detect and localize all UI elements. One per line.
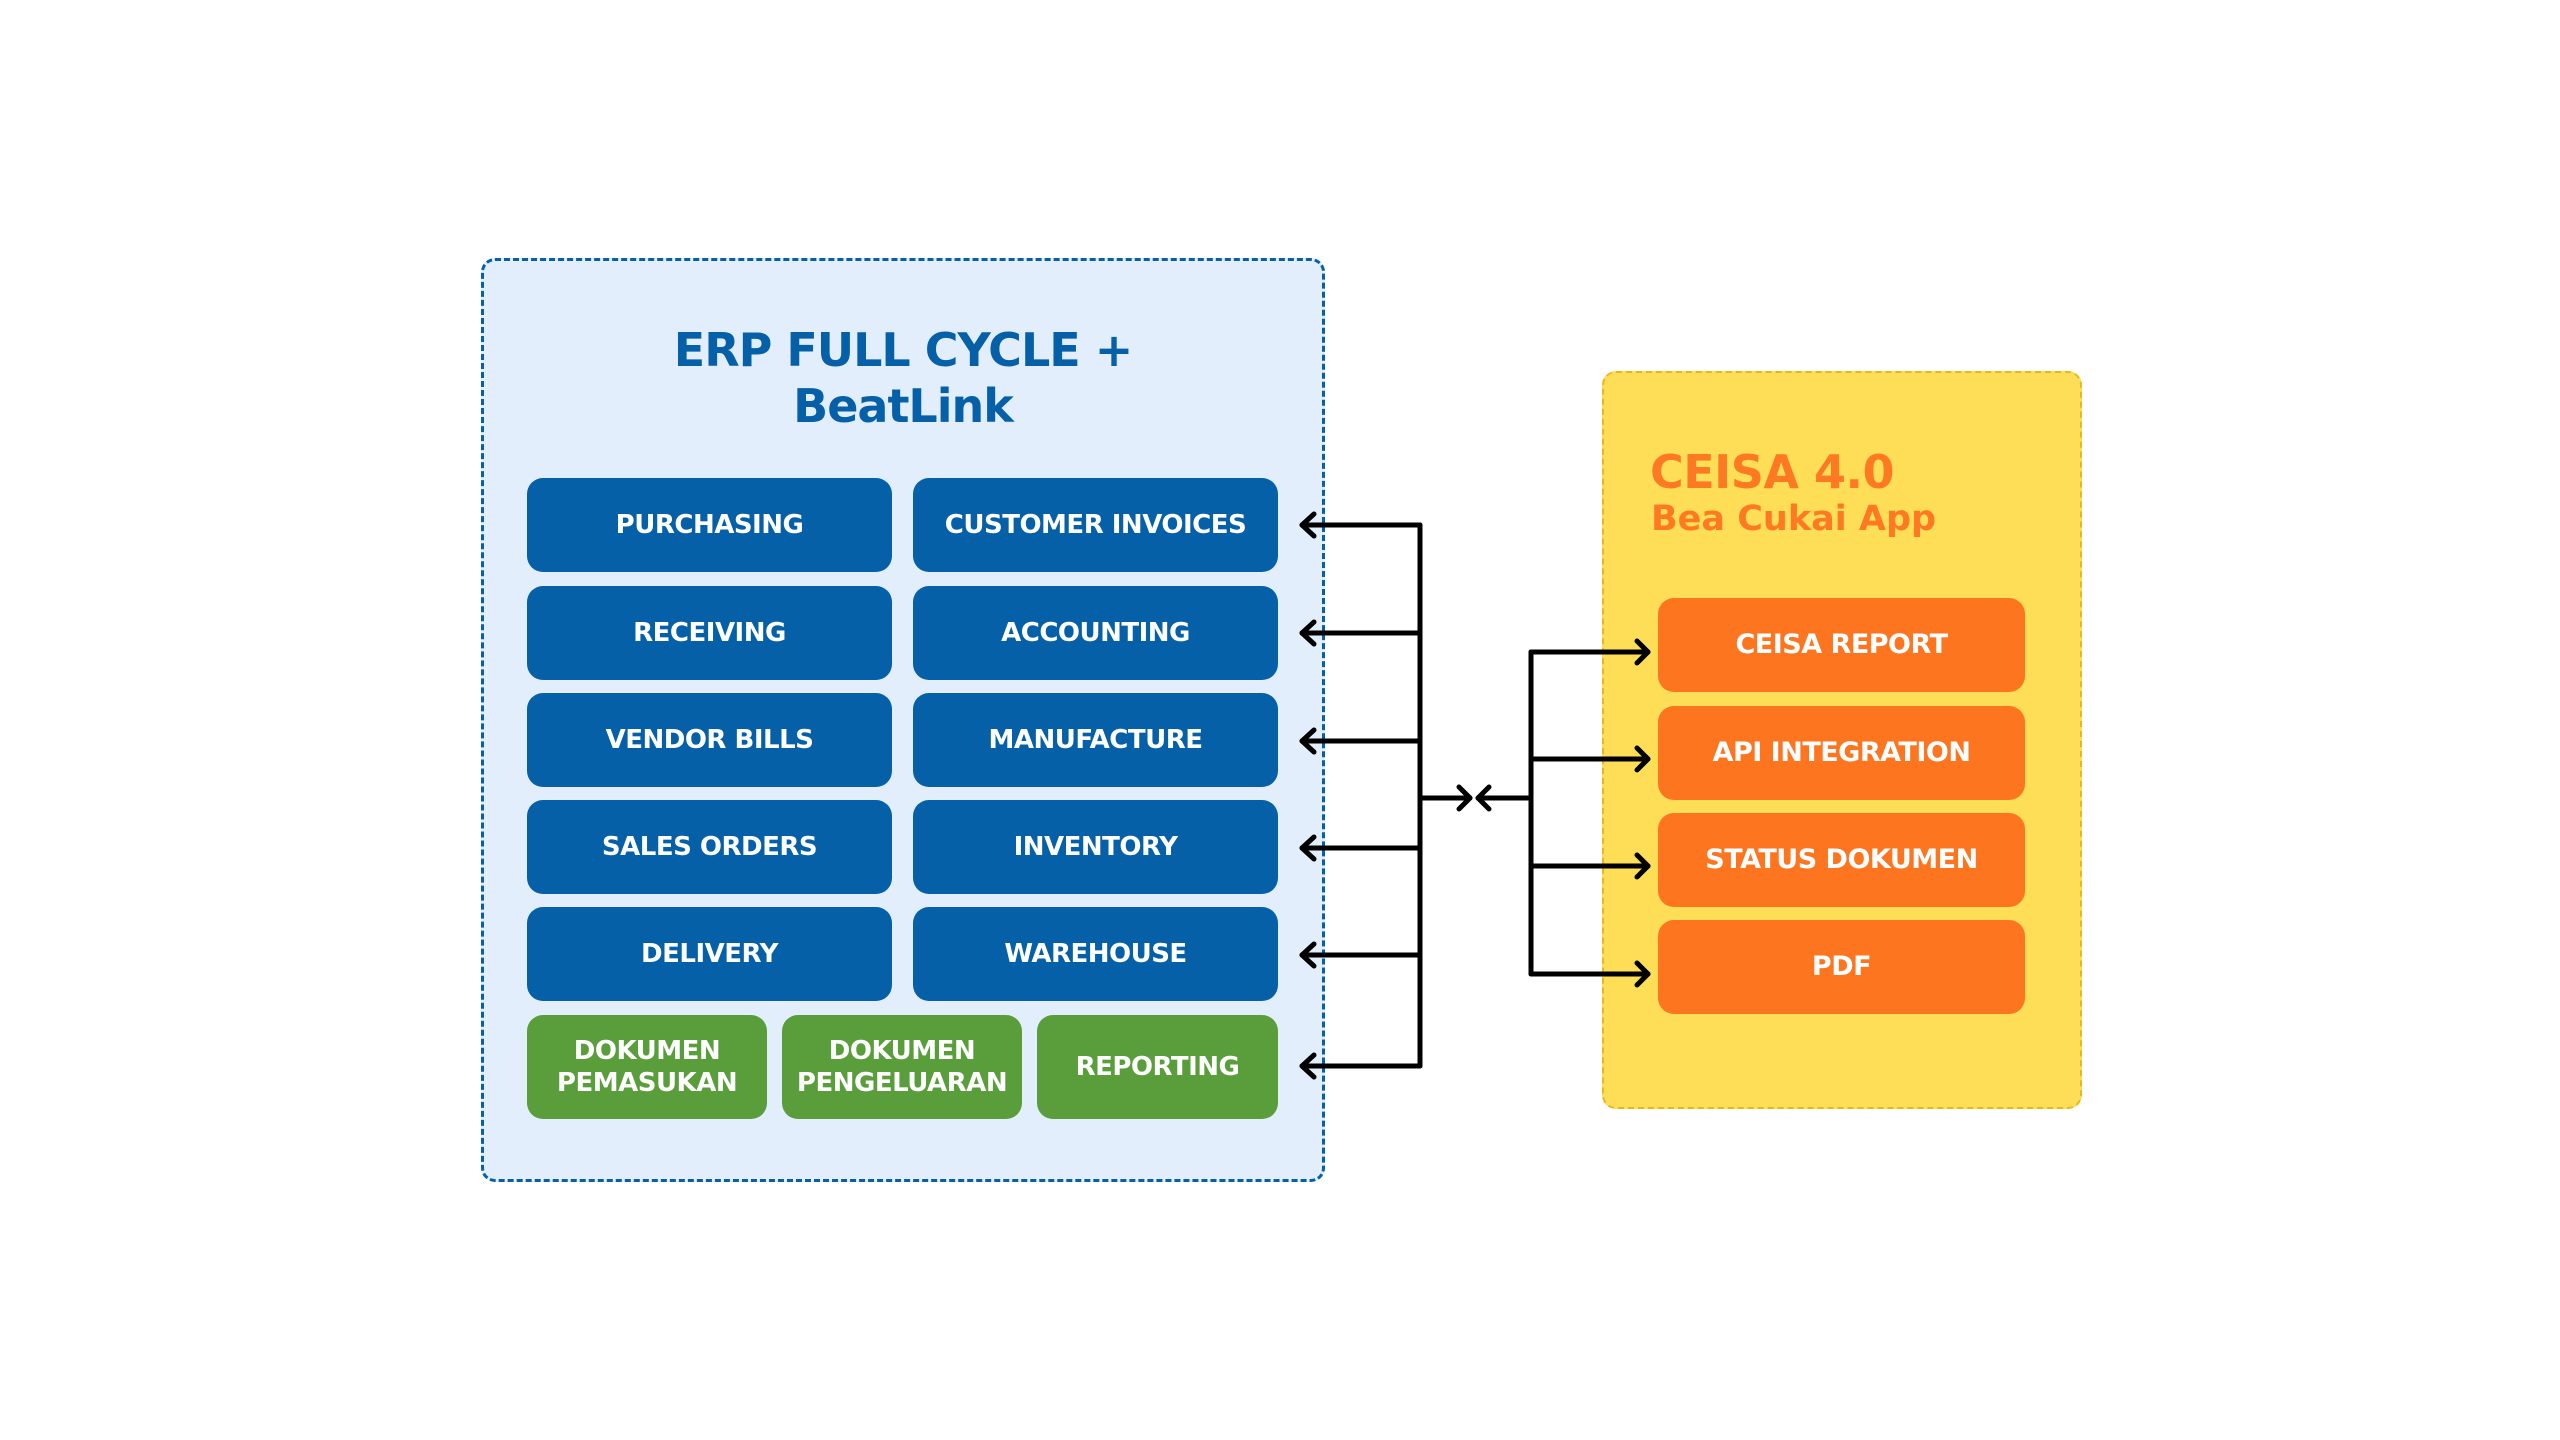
module-manufacture[interactable]: MANUFACTURE: [913, 693, 1278, 787]
module-customer-invoices[interactable]: CUSTOMER INVOICES: [913, 478, 1278, 572]
module-label-line2: PENGELUARAN: [796, 1068, 1008, 1098]
module-status-dokumen[interactable]: STATUS DOKUMEN: [1658, 813, 2025, 907]
erp-title-line2: BeatLink: [793, 379, 1014, 433]
module-label: WAREHOUSE: [1004, 939, 1187, 969]
module-inventory[interactable]: INVENTORY: [913, 800, 1278, 894]
center-link-left: [1417, 784, 1473, 812]
erp-title: ERP FULL CYCLE + BeatLink: [481, 322, 1325, 434]
ceisa-subtitle: Bea Cukai App: [1651, 499, 1937, 539]
module-ceisa-report[interactable]: CEISA REPORT: [1658, 598, 2025, 692]
module-label: REPORTING: [1075, 1052, 1240, 1082]
arrow-right-icon: [1456, 784, 1473, 812]
module-label: PDF: [1811, 951, 1872, 982]
module-vendor-bills[interactable]: VENDOR BILLS: [527, 693, 892, 787]
module-label: PURCHASING: [615, 510, 804, 540]
module-receiving[interactable]: RECEIVING: [527, 586, 892, 680]
module-label: CUSTOMER INVOICES: [944, 510, 1247, 540]
module-label: INVENTORY: [1013, 832, 1178, 862]
module-label: STATUS DOKUMEN: [1705, 844, 1978, 875]
module-api-integration[interactable]: API INTEGRATION: [1658, 706, 2025, 800]
module-label: VENDOR BILLS: [605, 725, 814, 755]
ceisa-title: CEISA 4.0: [1650, 445, 1895, 499]
module-dokumen-pengeluaran[interactable]: DOKUMEN PENGELUARAN: [782, 1015, 1022, 1119]
module-label-line1: DOKUMEN: [828, 1036, 976, 1066]
module-reporting[interactable]: REPORTING: [1037, 1015, 1278, 1119]
module-label: ACCOUNTING: [1001, 618, 1190, 648]
module-dokumen-pemasukan[interactable]: DOKUMEN PEMASUKAN: [527, 1015, 767, 1119]
erp-title-line1: ERP FULL CYCLE +: [673, 323, 1133, 377]
module-label: API INTEGRATION: [1712, 737, 1971, 768]
module-label: CEISA REPORT: [1735, 629, 1948, 660]
module-label: RECEIVING: [633, 618, 786, 648]
arrow-left-icon: [1475, 784, 1492, 812]
module-delivery[interactable]: DELIVERY: [527, 907, 892, 1001]
module-purchasing[interactable]: PURCHASING: [527, 478, 892, 572]
module-sales-orders[interactable]: SALES ORDERS: [527, 800, 892, 894]
module-label: MANUFACTURE: [988, 725, 1203, 755]
center-link-right: [1475, 784, 1533, 812]
module-label-line2: PEMASUKAN: [556, 1068, 738, 1098]
module-label: SALES ORDERS: [601, 832, 818, 862]
module-warehouse[interactable]: WAREHOUSE: [913, 907, 1278, 1001]
module-pdf[interactable]: PDF: [1658, 920, 2025, 1014]
module-label: DELIVERY: [641, 939, 778, 969]
module-accounting[interactable]: ACCOUNTING: [913, 586, 1278, 680]
module-label-line1: DOKUMEN: [573, 1036, 721, 1066]
